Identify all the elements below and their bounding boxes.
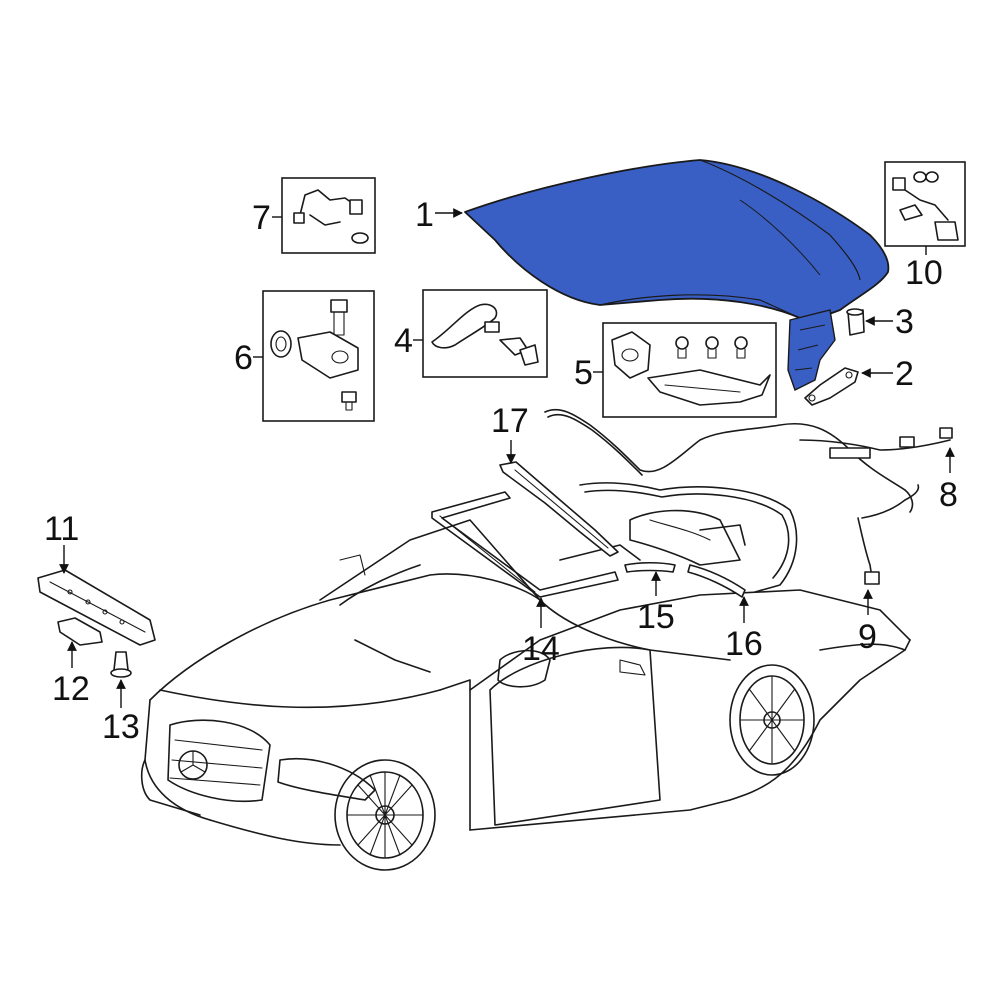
part-7-kit-box[interactable] (281, 177, 376, 254)
callout-17: 17 (491, 402, 529, 440)
callout-6: 6 (234, 339, 253, 377)
part-1-soft-top[interactable] (464, 159, 890, 391)
callout-13: 13 (102, 708, 140, 746)
callout-5: 5 (574, 354, 593, 392)
callout-9: 9 (858, 618, 877, 656)
part-13-push-pin[interactable] (110, 651, 132, 678)
callout-15: 15 (637, 598, 675, 636)
callout-10: 10 (905, 254, 943, 292)
callout-7: 7 (252, 199, 271, 237)
part-6-kit-box[interactable] (262, 290, 375, 422)
part-5-kit-box[interactable] (602, 322, 777, 418)
callout-8: 8 (939, 476, 958, 514)
part-8-wiring-harness[interactable] (544, 408, 953, 513)
part-2-bracket[interactable] (804, 367, 859, 406)
car-body (140, 509, 911, 871)
callout-11: 11 (44, 510, 79, 548)
callout-12: 12 (52, 670, 90, 708)
callout-14: 14 (522, 630, 560, 668)
part-9-wiring-harness[interactable] (857, 484, 920, 585)
part-15-seal[interactable] (624, 561, 676, 573)
callout-2: 2 (895, 355, 914, 393)
part-3-bushing[interactable] (846, 308, 865, 336)
callout-16: 16 (725, 625, 763, 663)
part-10-kit-box[interactable] (884, 161, 966, 247)
part-16-rear-seal[interactable] (579, 482, 798, 598)
callout-1: 1 (415, 196, 434, 234)
callout-labels: 1 2 3 4 5 6 7 8 9 10 11 12 13 14 15 16 1… (44, 196, 958, 746)
part-17-header-seal[interactable] (499, 461, 619, 557)
part-12-clip[interactable] (57, 617, 103, 646)
part-4-kit-box[interactable] (422, 289, 548, 378)
part-14-frame-seal[interactable] (431, 491, 619, 598)
callout-4: 4 (394, 322, 413, 360)
callout-3: 3 (895, 303, 914, 341)
leader-lines (59, 208, 955, 708)
